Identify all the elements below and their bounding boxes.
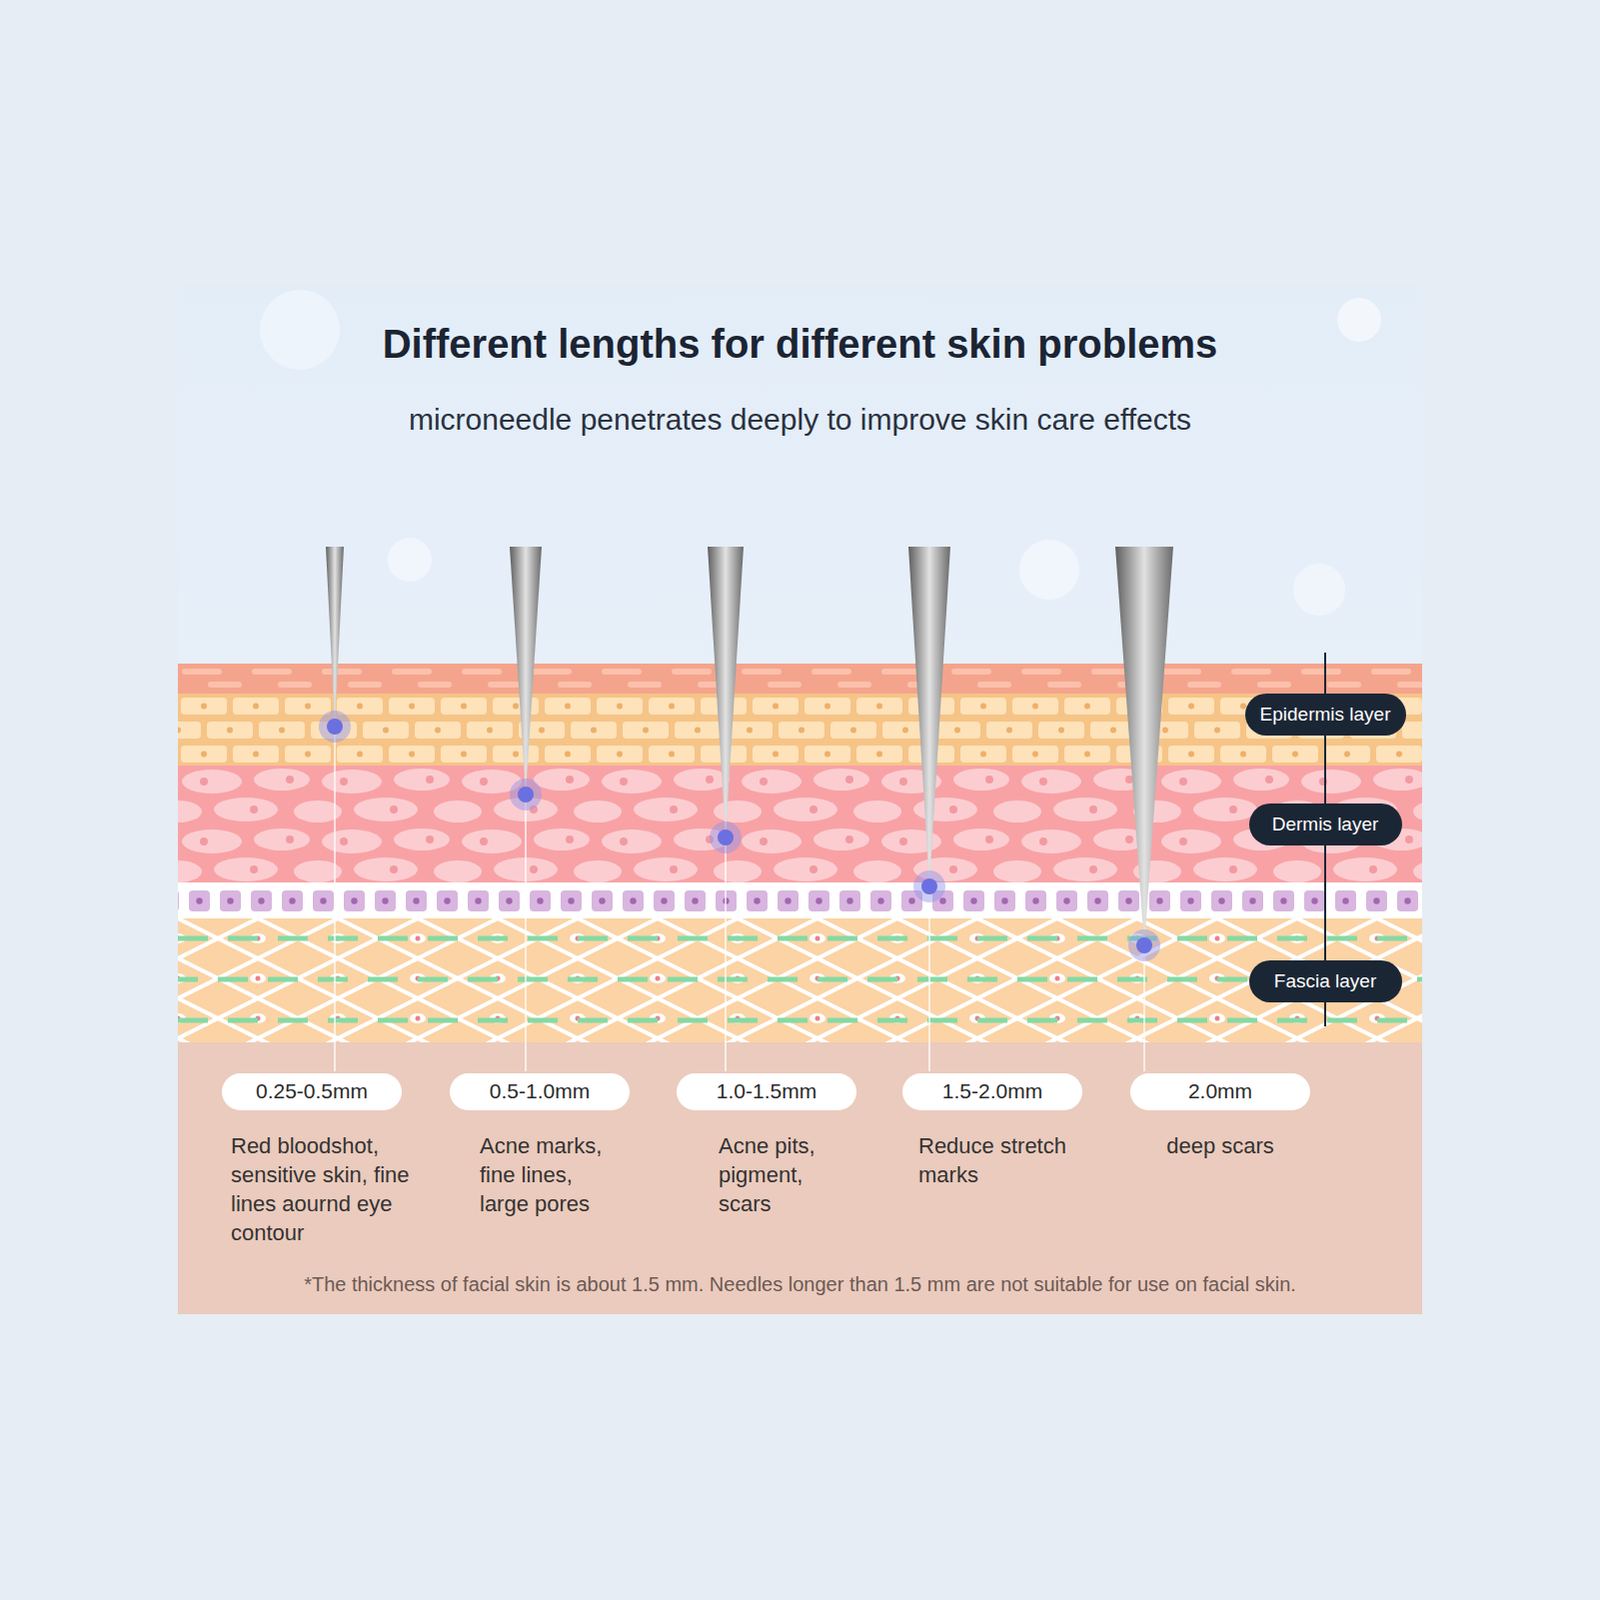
length-pill: 2.0mm xyxy=(1130,1073,1311,1111)
skin-problem: Acne marks, fine lines, large pores xyxy=(479,1131,620,1219)
length-pill: 1.0-1.5mm xyxy=(676,1073,857,1111)
needle-length: 0.25-0.5mm xyxy=(255,1079,368,1104)
subtitle: microneedle penetrates deeply to improve… xyxy=(0,402,1600,437)
layer-tag: Fascia layer xyxy=(1249,960,1403,1003)
layer-name: Epidermis layer xyxy=(1260,703,1392,726)
microneedles xyxy=(325,546,1174,946)
card xyxy=(177,285,1423,1315)
skin-layers xyxy=(177,289,1423,1315)
layer-tag: Dermis layer xyxy=(1249,803,1403,846)
leader-lines xyxy=(334,726,1145,1072)
length-pill: 0.5-1.0mm xyxy=(449,1073,630,1111)
skin-problem: deep scars xyxy=(1110,1131,1331,1161)
length-pill: 0.25-0.5mm xyxy=(221,1073,402,1111)
needle-length: 1.0-1.5mm xyxy=(716,1079,817,1104)
needle-length: 0.5-1.0mm xyxy=(489,1079,590,1104)
layer-tag: Epidermis layer xyxy=(1245,693,1407,736)
needle-length: 1.5-2.0mm xyxy=(942,1079,1043,1104)
skin-problem: Acne pits, pigment, scars xyxy=(718,1131,834,1219)
title: Different lengths for different skin pro… xyxy=(0,321,1600,367)
skin-problem: Red bloodshot, sensitive skin, fine line… xyxy=(230,1131,421,1248)
needle-length: 2.0mm xyxy=(1188,1079,1253,1104)
layer-name: Fascia layer xyxy=(1274,970,1377,993)
footnote: *The thickness of facial skin is about 1… xyxy=(177,1273,1423,1297)
needle-tips xyxy=(318,710,1161,962)
length-pill: 1.5-2.0mm xyxy=(902,1073,1083,1111)
layer-name: Dermis layer xyxy=(1272,813,1380,836)
skin-problem: Reduce stretch marks xyxy=(918,1131,1094,1190)
